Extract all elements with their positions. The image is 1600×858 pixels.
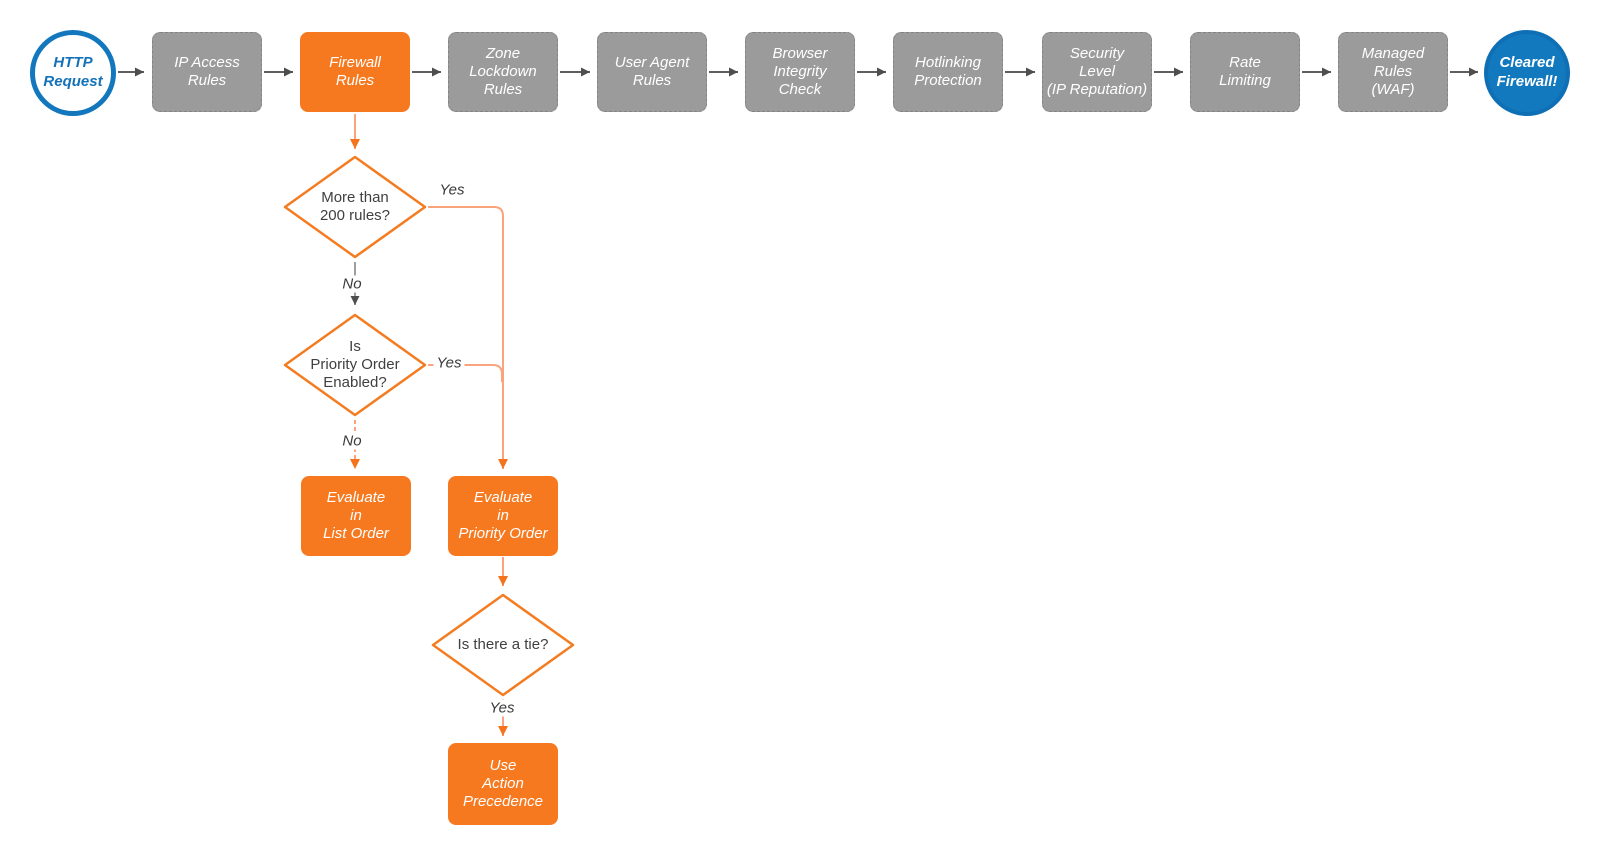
decision-more-than-200-rules: More than 200 rules?: [282, 154, 428, 260]
node-rate-limiting: Rate Limiting: [1190, 32, 1300, 112]
edge-label-no-priority-enabled: No: [339, 432, 365, 450]
decision-shape: [283, 313, 427, 417]
decision-is-there-a-tie: Is there a tie?: [430, 592, 576, 698]
node-hotlinking-protection-label: Hotlinking Protection: [914, 53, 982, 89]
edge-yes-200-rules-to-priority-order-box: [428, 206, 508, 469]
node-hotlinking-protection: Hotlinking Protection: [893, 32, 1003, 112]
node-evaluate-in-list-order-label: Evaluate in List Order: [323, 488, 389, 543]
node-ip-access-rules: IP Access Rules: [152, 32, 262, 112]
node-cleared-firewall: Cleared Firewall!: [1484, 30, 1570, 116]
edge-yes-priority-enabled-join: [428, 364, 503, 382]
decision-priority-order-enabled: Is Priority Order Enabled?: [282, 312, 428, 418]
edge-label-no-200-rules: No: [339, 275, 365, 293]
decision-shape: [431, 593, 575, 697]
node-evaluate-in-list-order: Evaluate in List Order: [301, 476, 411, 556]
edge-label-yes-priority-enabled: Yes: [433, 354, 465, 372]
node-browser-integrity-check-label: Browser Integrity Check: [772, 44, 828, 99]
edge-label-yes-tie: Yes: [486, 699, 518, 717]
node-zone-lockdown-rules: Zone Lockdown Rules: [448, 32, 558, 112]
node-use-action-precedence-label: Use Action Precedence: [462, 756, 544, 811]
node-managed-rules-waf: Managed Rules (WAF): [1338, 32, 1448, 112]
decision-priority-order-enabled-label: Is Priority Order Enabled?: [310, 337, 400, 392]
node-http-request-label: HTTP Request: [43, 54, 103, 90]
node-firewall-rules-label: Firewall Rules: [329, 53, 381, 89]
node-cleared-firewall-label: Cleared Firewall!: [1496, 54, 1558, 90]
node-user-agent-rules-label: User Agent Rules: [614, 53, 690, 89]
edge-label-yes-200-rules: Yes: [436, 181, 468, 199]
node-user-agent-rules: User Agent Rules: [597, 32, 707, 112]
node-zone-lockdown-rules-label: Zone Lockdown Rules: [469, 44, 537, 99]
node-evaluate-in-priority-order-label: Evaluate in Priority Order: [458, 488, 548, 543]
decision-shape: [283, 155, 427, 259]
node-http-request: HTTP Request: [30, 30, 116, 116]
node-browser-integrity-check: Browser Integrity Check: [745, 32, 855, 112]
node-ip-access-rules-label: IP Access Rules: [174, 53, 240, 89]
decision-is-there-a-tie-label: Is there a tie?: [457, 635, 549, 653]
node-firewall-rules: Firewall Rules: [300, 32, 410, 112]
node-use-action-precedence: Use Action Precedence: [448, 743, 558, 825]
node-evaluate-in-priority-order: Evaluate in Priority Order: [448, 476, 558, 556]
decision-more-than-200-rules-label: More than 200 rules?: [319, 188, 391, 224]
node-managed-rules-waf-label: Managed Rules (WAF): [1361, 44, 1425, 99]
node-security-level: Security Level (IP Reputation): [1042, 32, 1152, 112]
node-rate-limiting-label: Rate Limiting: [1219, 53, 1271, 89]
node-security-level-label: Security Level (IP Reputation): [1046, 44, 1148, 99]
